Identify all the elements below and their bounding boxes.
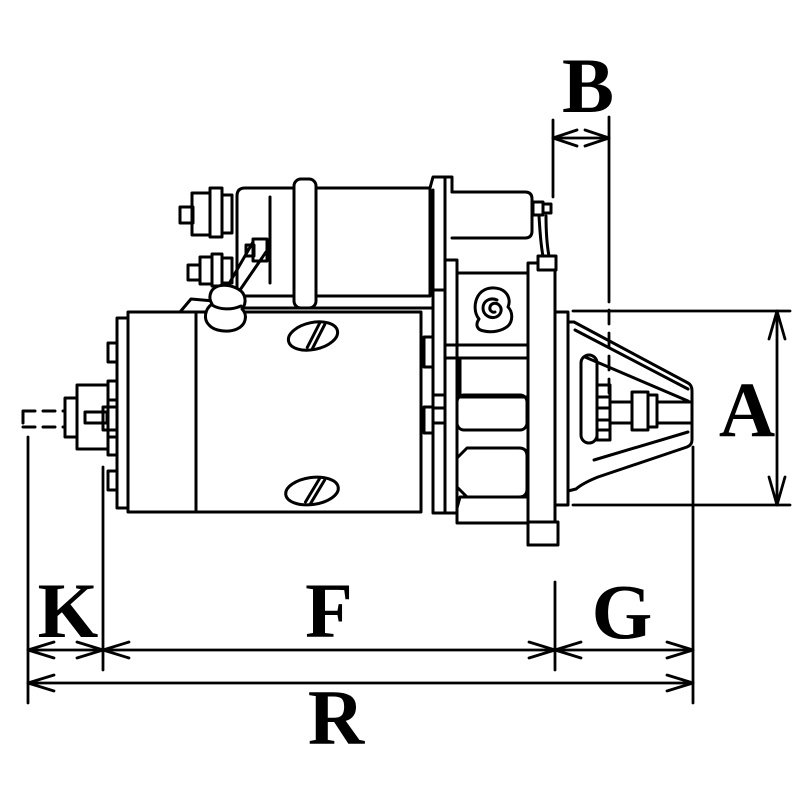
rear-end-plate [115,316,130,510]
terminal-strap [228,237,269,292]
wiring-grommet [178,283,247,333]
center-section [422,175,530,525]
solenoid-band [292,177,318,310]
dimension-b: B [551,42,614,404]
arrowhead-right [583,128,611,148]
arrowhead-up [767,309,787,341]
solenoid [178,175,553,310]
screw-head-lower [284,475,340,507]
intermediate-plate [553,310,570,507]
dimension-label-k: K [38,567,99,654]
dimension-bottom: K F G R [26,435,695,761]
drive-end-bracket [566,320,694,493]
dimension-label-r: R [308,674,366,761]
dimension-label-g: G [592,568,653,655]
dimension-label-a: A [719,366,775,453]
motor-terminal [186,252,234,288]
shaft-collar [630,390,650,432]
hidden-shaft-dashed-line [21,409,67,429]
arrowhead-down [767,475,787,507]
dimension-a: A [571,309,792,507]
wire-hook-detail [473,286,514,334]
screw-head-upper [286,320,340,352]
solenoid-front-terminal [531,200,553,263]
main-body [106,283,423,514]
bearing-boss [579,353,599,445]
rear-shaft [21,383,119,451]
battery-terminal [178,186,234,239]
dimension-label-b: B [562,42,614,129]
dimension-label-f: F [305,567,353,654]
arrowhead-left [551,128,579,148]
mounting-flange [526,254,570,547]
